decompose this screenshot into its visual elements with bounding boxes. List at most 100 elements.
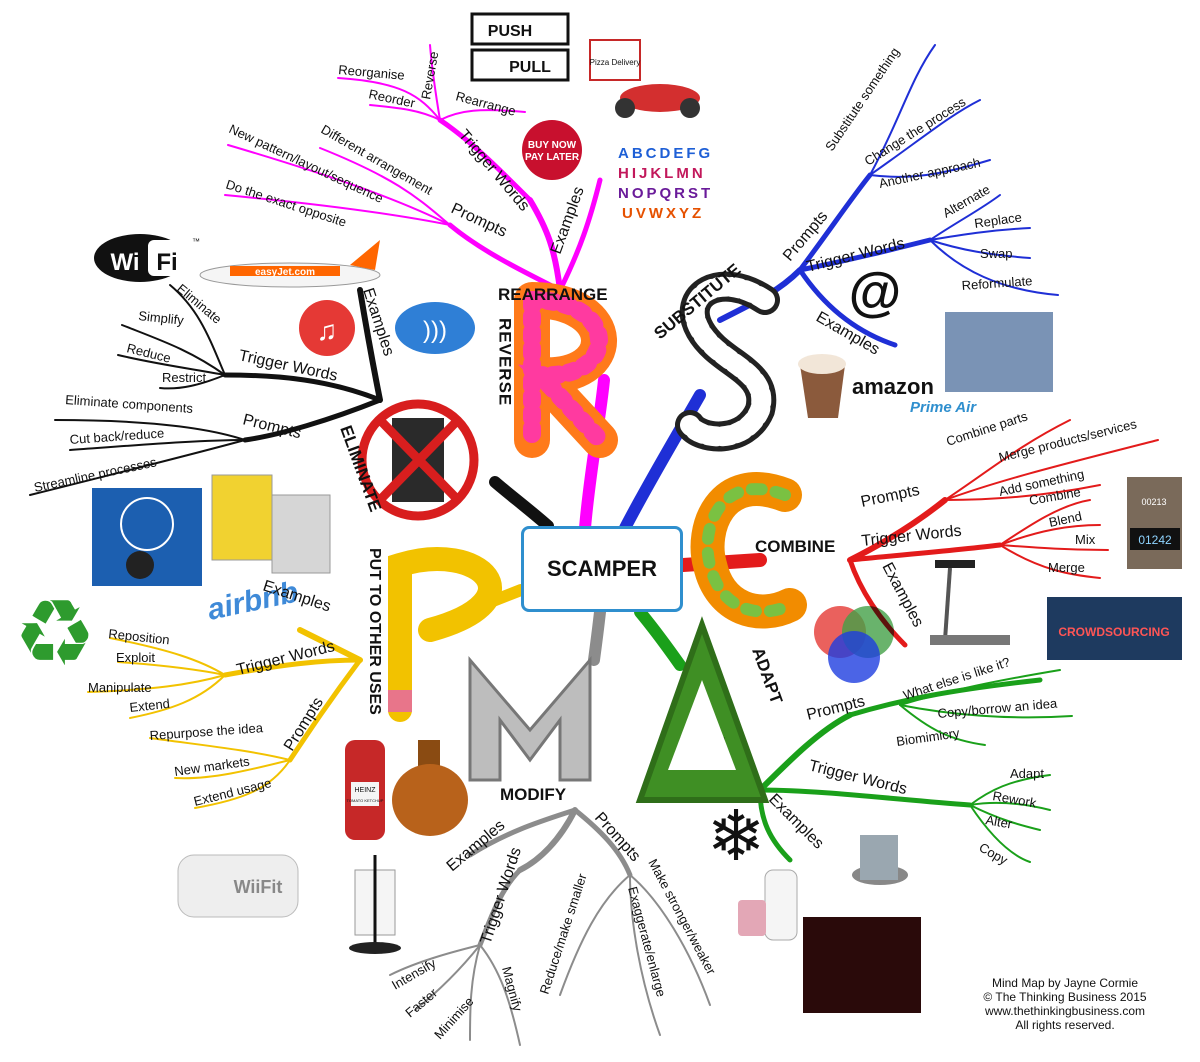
combine-trigger-mix: Mix: [1075, 532, 1096, 547]
credits-author: Mind Map by Jayne Cormie: [991, 976, 1139, 990]
roll-on-deodorant-photo: [738, 869, 798, 941]
eliminate-prompt-components: Eliminate components: [65, 392, 194, 416]
branch-substitute: [717, 44, 1059, 348]
modify-prompts-label: Prompts: [591, 809, 643, 865]
adapt-trigger-adapt: Adapt: [1010, 766, 1044, 781]
pull-label: PULL: [509, 59, 551, 76]
branch-put-to-other-uses: [87, 627, 363, 809]
rearrange-trigger-reorganise: Reorganise: [338, 62, 406, 83]
eliminate-trigger-restrict: Restrict: [162, 370, 206, 385]
svg-text:HEINZ: HEINZ: [355, 787, 377, 794]
put-to-other-uses-trigger-manipulate: Manipulate: [88, 680, 152, 695]
put-to-other-uses-trigger-exploit: Exploit: [116, 650, 155, 665]
substitute-trigger-swap: Swap: [980, 246, 1013, 261]
buy-now-label: BUY NOW: [528, 140, 577, 151]
modify-trigger-faster: Faster: [402, 985, 440, 1021]
substitute-prompt-process: Change the process: [862, 94, 969, 169]
hand-pressing-button-photo: [852, 835, 908, 885]
svg-text:))): ))): [423, 317, 447, 344]
modify-title: MODIFY: [500, 785, 567, 804]
substitute-trigger-reformulate: Reformulate: [961, 273, 1033, 293]
stem-modify: [588, 606, 606, 666]
svg-text:CROWDSOURCING: CROWDSOURCING: [1058, 625, 1169, 639]
reverse-vertical-title: REVERSE: [496, 318, 515, 406]
svg-text:00213: 00213: [1141, 497, 1166, 507]
wii-fit-board-photo: WiiFit: [177, 854, 299, 918]
svg-text:UVWXYZ: UVWXYZ: [622, 205, 704, 222]
stem-eliminate: [489, 476, 554, 532]
svg-text:amazon: amazon: [852, 374, 934, 399]
no-entry-sign-icon: [357, 399, 479, 521]
adapt-prompt-biomimicry: Biomimicry: [895, 725, 961, 749]
rearrange-prompt-opposite: Do the exact opposite: [224, 177, 348, 230]
put-to-other-uses-prompts-label: Prompts: [281, 695, 327, 755]
amazon-prime-air-logo: amazon Prime Air: [852, 374, 977, 416]
pay-later-label: PAY LATER: [525, 152, 580, 163]
branch-modify: [389, 807, 711, 1046]
combine-trigger-blend: Blend: [1048, 508, 1084, 530]
modify-prompt-exaggerate: Exaggerate/enlarge: [625, 885, 669, 998]
buy-now-pay-later-badge: BUY NOW PAY LATER: [522, 120, 582, 180]
eliminate-prompt-cut-back: Cut back/reduce: [69, 425, 164, 447]
branch-adapt: [757, 669, 1073, 863]
recycle-icon: ♻: [14, 583, 96, 685]
svg-text:easyJet.com: easyJet.com: [255, 267, 315, 278]
stem-substitute: [619, 389, 706, 534]
central-topic-title: SCAMPER: [546, 556, 657, 581]
adapt-trigger-rework: Rework: [991, 788, 1037, 811]
snowflake-icon: ❄: [707, 797, 766, 875]
svg-text:Prime Air: Prime Air: [910, 399, 977, 416]
credits-copyright: © The Thinking Business 2015: [983, 990, 1147, 1004]
svg-text:ABCDEFG: ABCDEFG: [618, 145, 713, 162]
rearrange-trigger-words-label: Trigger Words: [455, 127, 533, 215]
rearrange-trigger-reverse: Reverse: [418, 50, 441, 100]
rearrange-prompts-label: Prompts: [448, 200, 509, 241]
fibre-optic-photo: [803, 917, 921, 1013]
credits-rights: All rights reserved.: [1015, 1018, 1115, 1032]
substitute-trigger-replace: Replace: [973, 209, 1022, 230]
pizza-delivery-scooter-icon: Pizza Delivery: [589, 39, 700, 118]
ketchup-bottle-photo: HEINZ TOMATO KETCHUP: [345, 740, 385, 840]
svg-text:♻: ♻: [14, 583, 96, 685]
svg-text:™: ™: [192, 237, 200, 246]
svg-text:Wi: Wi: [110, 249, 139, 276]
modify-trigger-magnify: Magnify: [499, 965, 525, 1013]
combine-prompts-label: Prompts: [859, 482, 921, 511]
branch-eliminate: [29, 284, 383, 496]
grass-letter-a: [635, 616, 770, 803]
treadmill-desk-photo: [930, 560, 1010, 645]
adapt-title: ADAPT: [748, 645, 786, 707]
wifi-logo: Wi Fi ™: [94, 234, 200, 282]
put-to-other-uses-title: PUT TO OTHER USES: [366, 548, 383, 715]
oil-bottle-photo: [392, 740, 468, 836]
combine-trigger-merge: Merge: [1048, 560, 1085, 575]
svg-text:TOMATO KETCHUP: TOMATO KETCHUP: [347, 798, 384, 803]
credits-block: Mind Map by Jayne Cormie © The Thinking …: [955, 976, 1175, 1032]
adapt-trigger-alter: Alter: [984, 812, 1014, 832]
put-to-other-uses-trigger-reposition: Reposition: [108, 626, 171, 647]
shopping-bags-photo: [211, 474, 331, 574]
branch-combine: [847, 419, 1159, 648]
credits-website: www.thethinkingbusiness.com: [984, 1004, 1146, 1018]
substitute-prompt-approach: Another approach: [878, 155, 982, 191]
central-topic-box: SCAMPER: [521, 526, 683, 612]
eliminate-trigger-simplify: Simplify: [138, 308, 185, 328]
push-pull-sign-icon: PUSH PULL: [470, 12, 570, 82]
rgb-color-circles-icon: [814, 606, 894, 683]
easyjet-plane-icon: easyJet.com: [199, 240, 381, 288]
svg-text:01242: 01242: [1138, 533, 1172, 547]
svg-text:Fi: Fi: [156, 249, 177, 276]
text-letter-m: [468, 655, 592, 782]
put-to-other-uses-prompt-repurpose: Repurpose the idea: [149, 720, 264, 743]
svg-text:♫: ♫: [317, 315, 338, 346]
svg-text:HIJKLMN: HIJKLMN: [618, 165, 706, 182]
push-label: PUSH: [488, 23, 532, 40]
alphabet-graphic: ABCDEFG HIJKLMN NOPQRST UVWXYZ: [618, 145, 713, 222]
put-to-other-uses-prompt-extend-usage: Extend usage: [192, 775, 273, 809]
crowdsourcing-image: CROWDSOURCING: [1047, 597, 1182, 660]
pencil-letter-p: [388, 547, 502, 722]
svg-text:NOPQRST: NOPQRST: [618, 185, 713, 202]
put-to-other-uses-trigger-extend: Extend: [129, 696, 171, 715]
fruit-letter-c: [690, 472, 807, 629]
